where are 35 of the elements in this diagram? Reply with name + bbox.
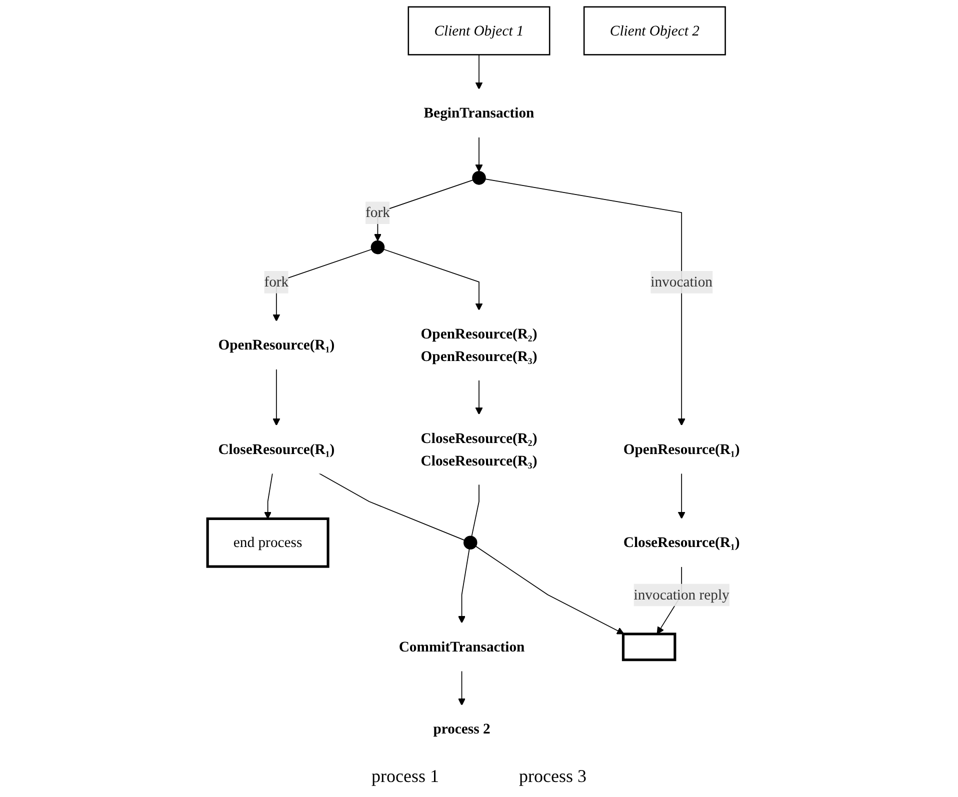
arrow <box>475 546 624 634</box>
edge-label: invocation <box>650 274 713 290</box>
node-bar <box>622 632 676 662</box>
node-text: CommitTransaction <box>398 638 525 655</box>
connector <box>471 484 480 537</box>
node-text: CloseResource(R₁) <box>623 534 740 551</box>
arrow <box>383 248 483 311</box>
node-text: OpenResource(R₂) OpenResource(R₃) <box>420 326 538 364</box>
node-text: CloseResource(R₂) CloseResource(R₃) <box>420 430 538 468</box>
node-text: process 2 <box>433 720 490 738</box>
arrow <box>484 178 686 426</box>
process-label: process 3 <box>519 766 586 787</box>
arrow <box>264 472 273 520</box>
node-text: OpenResource(R₁) <box>623 440 740 458</box>
arrow <box>678 472 686 520</box>
edge-label: fork <box>366 204 390 221</box>
edge-label: fork <box>264 274 289 290</box>
node-box: Client Object 2 <box>583 6 726 56</box>
node-circle <box>472 171 486 185</box>
node-box: Client Object 1 <box>408 6 550 56</box>
arrow <box>272 368 280 426</box>
arrow <box>458 670 466 706</box>
arrow <box>475 54 483 90</box>
node-box: end process <box>206 517 330 568</box>
connector <box>318 472 465 541</box>
node-text: CloseResource(R₁) <box>218 440 335 458</box>
node-circle <box>464 536 478 550</box>
arrow <box>475 380 483 415</box>
edge-label: invocation reply <box>634 586 730 603</box>
process-label: process 1 <box>372 766 439 787</box>
arrow <box>458 548 470 624</box>
node-circle <box>370 240 385 254</box>
node-text: OpenResource(R₁) <box>218 336 335 354</box>
node-text: BeginTransaction <box>424 104 534 122</box>
arrow <box>475 136 483 172</box>
